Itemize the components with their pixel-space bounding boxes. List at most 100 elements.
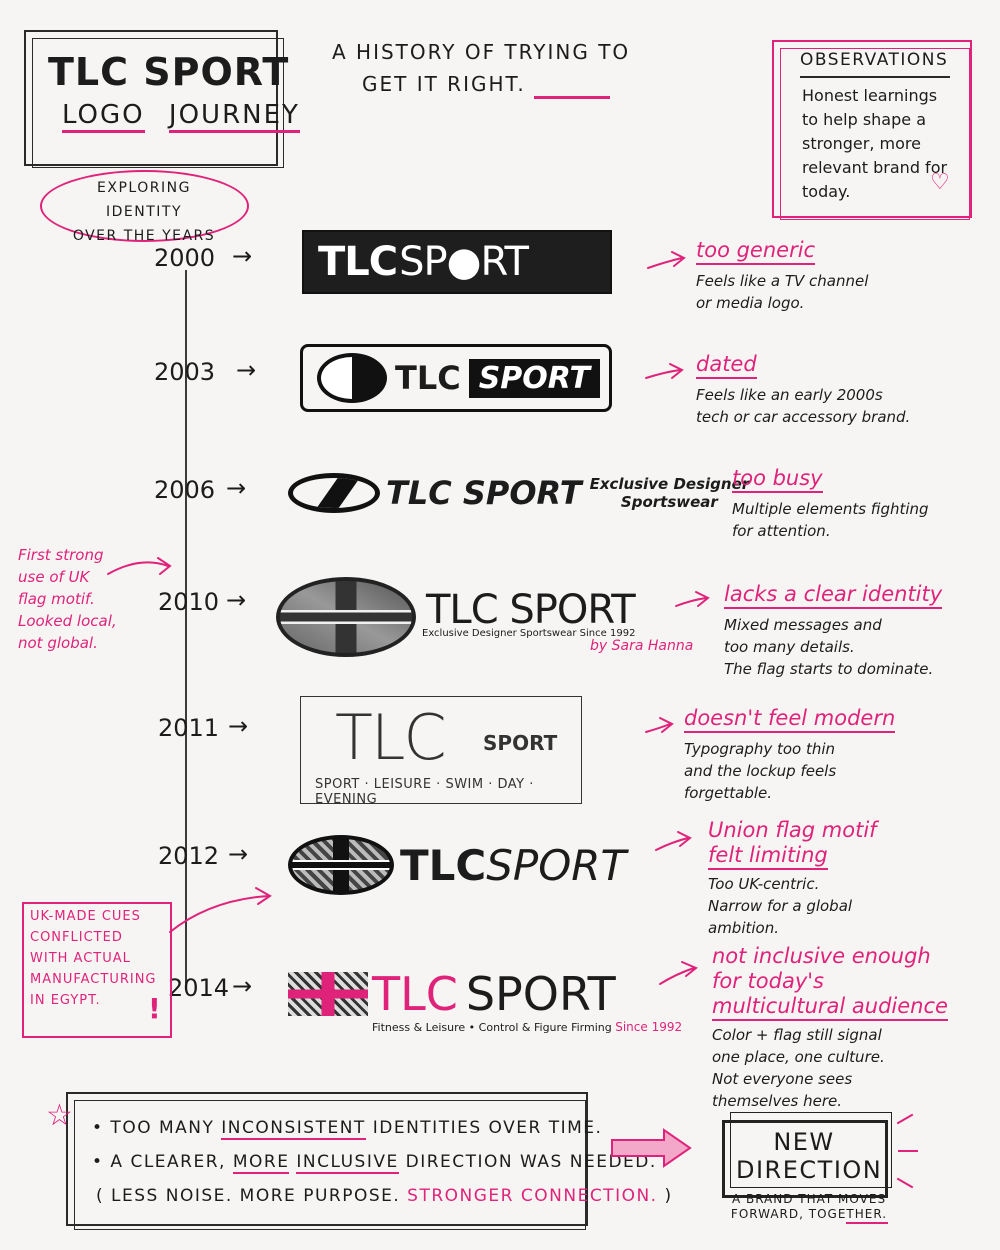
note-2014-title-2: for today's <box>712 969 824 993</box>
logo-2003: TLC SPORT <box>300 344 612 412</box>
logo-2006-text: TLC SPORT <box>386 474 582 512</box>
summary-bullet-1-a: • Too many <box>92 1118 215 1138</box>
note-2010-line-1: Mixed messages and <box>724 616 882 634</box>
arrow-icon <box>675 591 710 607</box>
note-2011-line-3: forgettable. <box>684 784 773 802</box>
note-2014-line-2: one place, one culture. <box>712 1048 885 1066</box>
new-direction-tagline: A brand that moves forward, together. <box>724 1192 894 1222</box>
note-2003-title: dated <box>696 352 757 379</box>
logo-2011-tlc: TLC <box>335 701 447 774</box>
note-2014-line-1: Color + flag still signal <box>712 1026 882 1044</box>
swoosh-emblem-icon <box>288 473 380 513</box>
arrow-icon <box>645 363 684 379</box>
summary-bullet-3: ( Less noise. More purpose. Stronger con… <box>96 1186 673 1206</box>
note-2012-title-2: felt limiting <box>708 843 828 870</box>
tagline-underline <box>534 96 610 99</box>
title-word-logo: LOGO <box>62 100 145 133</box>
title-frame-inner <box>32 38 284 168</box>
note-2006: too busy Multiple elements fighting for … <box>732 466 929 542</box>
logo-2010-text: TLC SPORT <box>426 587 636 633</box>
logo-2003-tlc: TLC <box>395 359 461 397</box>
logo-2014-tagline-main: Fitness & Leisure • Control & Figure Fir… <box>372 1021 612 1034</box>
union-flag-icon <box>276 577 416 657</box>
logo-2014-tagline: Fitness & Leisure • Control & Figure Fir… <box>372 1020 682 1034</box>
tagline-line-1: A history of trying to <box>332 40 631 64</box>
note-2014-line-4: themselves here. <box>712 1092 843 1110</box>
note-2010-title: lacks a clear identity <box>724 582 943 609</box>
arrow-icon: → <box>226 586 247 614</box>
note-2003: dated Feels like an early 2000s tech or … <box>696 352 910 428</box>
uk-note-line-5: in Egypt. <box>30 993 101 1008</box>
page-title: TLC SPORT <box>48 50 290 94</box>
uk-note-line-4: manufacturing <box>30 972 157 987</box>
uk-note-line-2: conflicted <box>30 930 123 945</box>
oval-note: Exploring identity over the years <box>64 176 224 248</box>
arrow-icon: → <box>232 972 253 1000</box>
logo-2014: TLC SPORT <box>288 964 616 1024</box>
logo-2000-sport: SP●RT <box>399 239 529 285</box>
year-2003: 2003 <box>154 358 216 386</box>
timeline-spine <box>185 270 187 990</box>
note-2012-line-2: Narrow for a global <box>708 897 853 915</box>
new-direction-tagline-1: A brand that moves <box>731 1192 887 1206</box>
big-arrow-icon <box>611 1128 692 1168</box>
side-note-2010: First strong use of UK flag motif. Looke… <box>18 544 117 654</box>
logo-2012-sport: SPORT <box>486 840 627 890</box>
year-2014: 2014 <box>168 974 230 1002</box>
arrow-icon <box>645 717 674 733</box>
logo-2011-sport: SPORT <box>483 731 558 755</box>
side-note-line-4: Looked local, <box>18 612 117 630</box>
note-2011: doesn't feel modern Typography too thin … <box>684 706 896 804</box>
note-2006-title: too busy <box>732 466 823 493</box>
summary-bullet-1-b: identities over time. <box>372 1118 603 1138</box>
arrow-icon <box>659 961 698 985</box>
summary-bullet-2-a: • A clearer, <box>92 1152 226 1172</box>
arrow-icon <box>169 887 272 933</box>
year-2012: 2012 <box>158 842 220 870</box>
summary-bullet-1-emphasis: inconsistent <box>221 1118 366 1140</box>
logo-2003-sport: SPORT <box>468 358 601 398</box>
oval-note-frame <box>40 170 249 242</box>
uk-note-frame <box>22 902 172 1038</box>
new-direction-frame <box>722 1120 888 1198</box>
uk-note: UK-made cues conflicted with actual manu… <box>30 906 157 1011</box>
logo-2011-tagline: SPORT · LEISURE · SWIM · DAY · EVENING <box>315 777 534 807</box>
logo-2012: TLC SPORT <box>288 832 626 898</box>
union-flag-icon <box>288 835 394 895</box>
logo-2006-tagline-2: Sportswear <box>620 493 718 511</box>
note-2011-line-2: and the lockup feels <box>684 762 837 780</box>
note-2010-line-3: The flag starts to dominate. <box>724 660 934 678</box>
note-2012: Union flag motif felt limiting Too UK-ce… <box>708 818 877 939</box>
year-2010: 2010 <box>158 588 220 616</box>
note-2010: lacks a clear identity Mixed messages an… <box>724 582 943 680</box>
union-flag-icon <box>288 972 368 1016</box>
note-2006-line-2: for attention. <box>732 522 831 540</box>
uk-note-line-3: with actual <box>30 951 131 966</box>
note-2012-line-3: ambition. <box>708 919 779 937</box>
arrow-icon: → <box>232 242 253 270</box>
logo-2010: TLC SPORT <box>276 572 636 662</box>
arrow-icon: → <box>236 356 257 384</box>
new-direction-title: New Direction <box>736 1128 881 1184</box>
tagline: A history of trying to get it right. <box>332 36 630 100</box>
side-note-line-5: not global. <box>18 634 98 652</box>
title-word-journey: JOURNEY <box>168 100 300 133</box>
emphasis-ray <box>898 1150 918 1152</box>
note-2014: not inclusive enough for today's multicu… <box>712 944 948 1112</box>
note-2000-title: too generic <box>696 238 816 265</box>
logo-2011: TLC SPORT SPORT · LEISURE · SWIM · DAY ·… <box>300 696 582 807</box>
summary-frame <box>66 1092 588 1226</box>
logo-2000: TLC SP●RT <box>302 230 612 294</box>
side-note-line-3: flag motif. <box>18 590 95 608</box>
summary-bullet-3-emphasis: Stronger connection. <box>407 1186 658 1206</box>
heart-icon: ♡ <box>930 170 950 195</box>
side-note-line-1: First strong <box>18 546 104 564</box>
note-2012-line-1: Too UK-centric. <box>708 875 820 893</box>
uk-note-line-1: UK-made cues <box>30 909 141 924</box>
observations-body: Honest learnings to help shape a stronge… <box>802 86 948 201</box>
note-2014-title-3: multicultural audience <box>712 994 948 1021</box>
note-2000-line-2: or media logo. <box>696 294 805 312</box>
year-2006: 2006 <box>154 476 216 504</box>
exclamation-icon: ! <box>148 992 161 1025</box>
page-subtitle: LOGO JOURNEY <box>62 100 300 133</box>
